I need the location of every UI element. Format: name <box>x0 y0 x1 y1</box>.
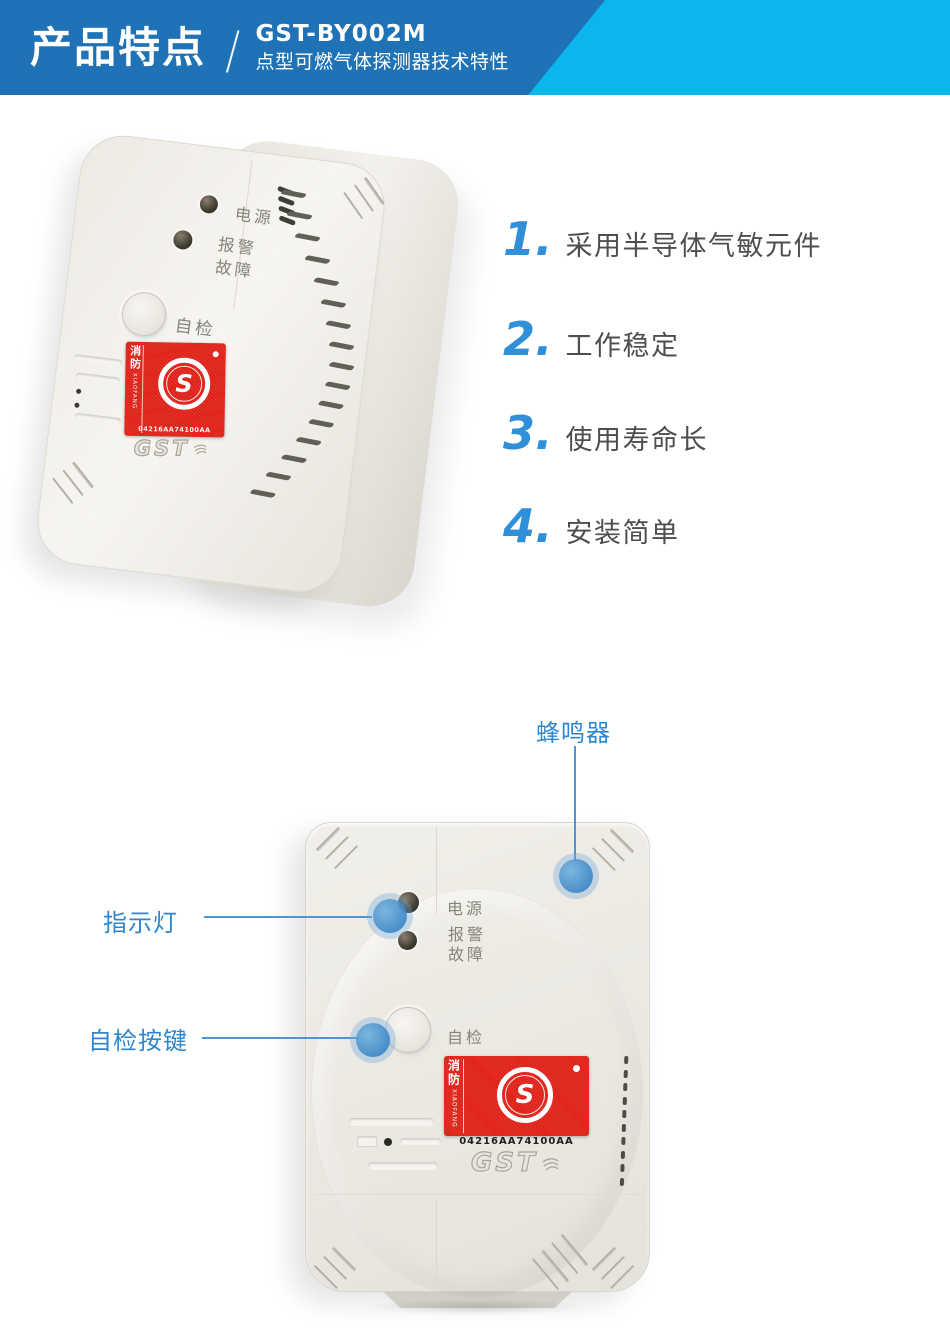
page-title: 产品特点 <box>30 22 207 72</box>
self-test-label: 自检 <box>173 316 217 341</box>
s-mark-icon: S <box>497 1067 553 1123</box>
photo-tilt-group: 电源 报警 故障 自检 <box>18 116 490 658</box>
gst-fan-icon <box>542 1158 559 1171</box>
callout-indicator-dot <box>373 899 407 933</box>
left-vent-slot <box>349 1118 434 1126</box>
model-number: GST-BY002M <box>255 20 427 47</box>
device-front-panel: 电源 报警 故障 自检 <box>32 130 390 597</box>
feature-text: 使用寿命长 <box>565 425 708 456</box>
power-led-label: 电源 <box>447 899 486 918</box>
power-led <box>198 194 219 215</box>
left-vent-slot <box>75 372 121 384</box>
feature-item: 1. 采用半导体气敏元件 <box>503 212 822 266</box>
gst-logo: GST <box>133 436 208 461</box>
banner-dark-shape <box>0 0 606 95</box>
callout-indicator-label: 指示灯 <box>103 909 178 937</box>
cert-en-text: XIAOFANG <box>130 372 138 410</box>
feature-text: 采用半导体气敏元件 <box>565 231 822 262</box>
fault-led-label: 故障 <box>448 945 487 964</box>
feature-number: 3. <box>503 406 553 460</box>
feature-item: 3. 使用寿命长 <box>503 406 708 460</box>
center-seam-bottom <box>436 1200 437 1282</box>
callout-buzzer-line <box>574 746 576 861</box>
serial-number: 04216AA74100AA <box>459 1136 574 1147</box>
center-seam-top <box>436 827 437 915</box>
product-photo-front: 电源 报警 故障 自检 消防 XIAOFANG S 04216AA74100AA <box>305 822 650 1314</box>
left-vent-slot <box>74 412 122 425</box>
serial-number: 04216AA74100AA <box>138 424 211 435</box>
gst-logo: GST <box>470 1147 560 1179</box>
feature-text: 工作稳定 <box>565 331 680 362</box>
model-block: GST-BY002M 点型可燃气体探测器技术特性 <box>256 21 510 74</box>
fault-led-label: 故障 <box>214 257 256 282</box>
label-white-dot <box>573 1065 580 1072</box>
pin-dot <box>74 402 80 409</box>
self-test-button <box>385 1007 431 1053</box>
pin-dot <box>384 1138 392 1146</box>
callout-indicator-line <box>204 916 372 918</box>
callout-buzzer-dot <box>559 859 593 893</box>
gst-fan-icon <box>193 444 207 455</box>
feature-text: 安装简单 <box>565 518 680 549</box>
banner-content: 产品特点 / GST-BY002M 点型可燃气体探测器技术特性 <box>0 0 950 95</box>
cert-side-strip: 消防 XIAOFANG <box>447 1059 464 1133</box>
page-subtitle: 点型可燃气体探测器技术特性 <box>255 51 510 74</box>
label-white-dot <box>212 351 219 358</box>
alarm-led-label: 报警 <box>448 925 487 944</box>
alarm-fault-led <box>172 229 194 251</box>
feature-number: 4. <box>503 499 553 553</box>
fire-cert-label: 消防 XIAOFANG S 04216AA74100AA <box>124 341 226 438</box>
cert-side-strip: 消防 XIAOFANG <box>127 344 144 434</box>
reset-hole <box>357 1136 377 1147</box>
fire-cert-label: 消防 XIAOFANG S <box>444 1056 589 1136</box>
cert-cn-text: 消防 <box>128 344 142 371</box>
callout-self-test-label: 自检按键 <box>88 1027 188 1055</box>
left-vent-slot <box>368 1162 438 1170</box>
device-ground-shadow <box>363 1300 591 1314</box>
product-photo-angled: 电源 报警 故障 自检 <box>32 130 467 632</box>
feature-item: 4. 安装简单 <box>503 499 680 553</box>
callout-buzzer-label: 蜂鸣器 <box>536 719 611 747</box>
feature-number: 1. <box>503 212 553 266</box>
divider-slash: / <box>225 20 241 81</box>
pin-dot <box>75 388 82 395</box>
self-test-button <box>119 289 169 339</box>
features-section: 电源 报警 故障 自检 <box>0 95 950 700</box>
left-vent-slot <box>400 1138 441 1145</box>
corner-vents-bottom-left <box>52 461 94 505</box>
callout-self-test-line <box>202 1037 358 1039</box>
gst-logo-text: GST <box>133 436 190 461</box>
cert-cn-text: 消防 <box>446 1059 461 1087</box>
power-led-label: 电源 <box>233 204 275 229</box>
feature-number: 2. <box>503 312 553 366</box>
header-banner: 产品特点 / GST-BY002M 点型可燃气体探测器技术特性 <box>0 0 950 95</box>
horizontal-seam <box>315 1194 640 1195</box>
alarm-fault-led <box>398 931 417 950</box>
callout-self-test-dot <box>356 1023 390 1057</box>
self-test-label: 自检 <box>447 1028 486 1047</box>
feature-item: 2. 工作稳定 <box>503 312 680 366</box>
left-vent-slot <box>73 354 123 366</box>
cert-en-text: XIAOFANG <box>450 1089 458 1128</box>
gst-logo-text: GST <box>470 1147 538 1178</box>
diagram-section: 蜂鸣器 指示灯 自检按键 <box>0 700 950 1342</box>
